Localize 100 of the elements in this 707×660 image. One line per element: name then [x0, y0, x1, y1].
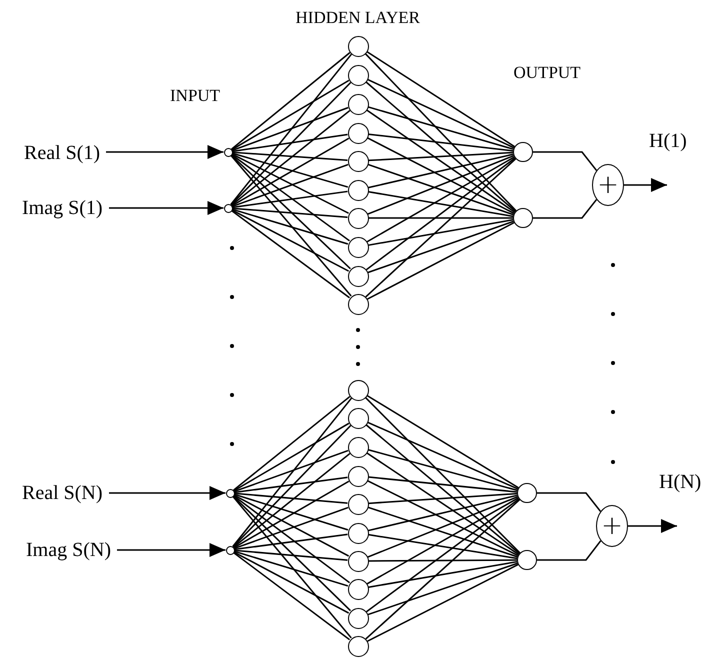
connection-line	[366, 498, 520, 612]
arrow	[117, 543, 226, 557]
arrow	[109, 486, 226, 500]
connection-line	[234, 551, 350, 614]
connection-line	[232, 208, 348, 245]
arrow	[624, 178, 667, 192]
hidden-neuron	[348, 522, 368, 544]
hidden-neuron	[348, 122, 368, 144]
connection-line	[368, 220, 514, 274]
connection-line	[368, 217, 513, 219]
connection-line	[368, 106, 514, 150]
hidden-neuron	[348, 36, 368, 56]
connection-line	[232, 496, 352, 612]
hidden-neuron	[348, 380, 368, 400]
connection-line	[234, 550, 348, 561]
connection-line	[232, 164, 348, 208]
connection-line	[368, 154, 514, 188]
input-node	[226, 488, 234, 498]
connection-line	[367, 137, 514, 214]
hidden-neuron	[348, 608, 368, 628]
connection-line	[364, 53, 517, 212]
connection-line	[234, 494, 348, 531]
connection-line	[231, 52, 350, 150]
connection-line	[230, 154, 351, 270]
connection-line	[232, 398, 352, 547]
input-node	[224, 148, 232, 156]
input-label: Imag S(N)	[26, 538, 111, 562]
arrow	[628, 519, 677, 533]
connection-line	[232, 106, 348, 152]
connection-line	[365, 499, 520, 640]
connection-line	[232, 152, 348, 162]
connection-line	[234, 550, 348, 587]
hidden-neuron	[348, 150, 368, 172]
hidden-neuron	[348, 550, 368, 572]
connection-line	[230, 54, 352, 205]
connection-line	[233, 396, 350, 491]
hidden-neuron	[348, 494, 368, 514]
input-label: Imag S(1)	[22, 196, 103, 220]
connection-line	[366, 424, 520, 554]
connection-line	[368, 494, 518, 532]
connection-line	[231, 80, 350, 150]
connection-line	[366, 156, 515, 242]
connection-line	[367, 422, 518, 490]
connection-line	[231, 210, 350, 298]
connection-line	[366, 497, 519, 584]
connection-line	[368, 534, 518, 560]
connection-line	[231, 110, 350, 206]
arrow	[109, 201, 224, 215]
connection-line	[368, 191, 514, 218]
connection-line	[533, 151, 598, 171]
input-label: Real S(1)	[24, 141, 100, 165]
connection-line	[234, 476, 348, 494]
connection-line	[231, 154, 350, 242]
hidden-neuron	[348, 94, 368, 114]
connection-line	[368, 152, 514, 162]
connection-line	[365, 81, 516, 212]
layer-heading: OUTPUT	[514, 63, 581, 83]
input-node	[224, 204, 232, 212]
connection-line	[367, 496, 518, 558]
connection-line	[230, 154, 352, 296]
arrow	[106, 145, 224, 159]
connection-line	[368, 562, 518, 616]
connection-line	[368, 560, 518, 588]
hidden-neuron	[348, 266, 368, 286]
hidden-neuron	[348, 466, 368, 486]
connection-line	[230, 82, 352, 206]
connection-line	[367, 78, 514, 148]
output-neuron	[517, 483, 537, 503]
hidden-neuron	[348, 294, 368, 314]
connection-line	[234, 506, 348, 550]
connection-line	[366, 157, 516, 270]
connection-line	[233, 552, 350, 640]
connection-line	[368, 133, 514, 152]
connection-line	[232, 425, 352, 548]
connection-line	[368, 219, 514, 246]
connection-line	[234, 450, 348, 492]
hidden-neuron	[348, 64, 368, 86]
connection-line	[232, 134, 348, 152]
hidden-neuron	[348, 408, 368, 428]
connection-line	[233, 495, 350, 584]
connection-line	[234, 494, 350, 557]
connection-line	[365, 158, 516, 298]
edge-label: H(1)	[649, 130, 687, 152]
connection-line	[366, 51, 515, 148]
output-neuron	[513, 208, 533, 228]
connection-line	[537, 492, 602, 512]
connection-line	[368, 559, 517, 562]
input-node	[226, 546, 234, 554]
hidden-neuron	[348, 180, 368, 200]
connection-line	[232, 153, 349, 214]
input-label: Real S(N)	[22, 481, 103, 505]
connection-line	[232, 496, 352, 638]
layer-heading: HIDDEN LAYER	[296, 8, 420, 28]
hidden-neuron	[348, 578, 368, 600]
edge-label: H(N)	[659, 471, 702, 493]
hidden-neuron	[348, 436, 368, 458]
connection-line	[232, 152, 348, 188]
connection-line	[234, 492, 348, 504]
connection-line	[232, 209, 350, 272]
connection-line	[232, 190, 348, 208]
